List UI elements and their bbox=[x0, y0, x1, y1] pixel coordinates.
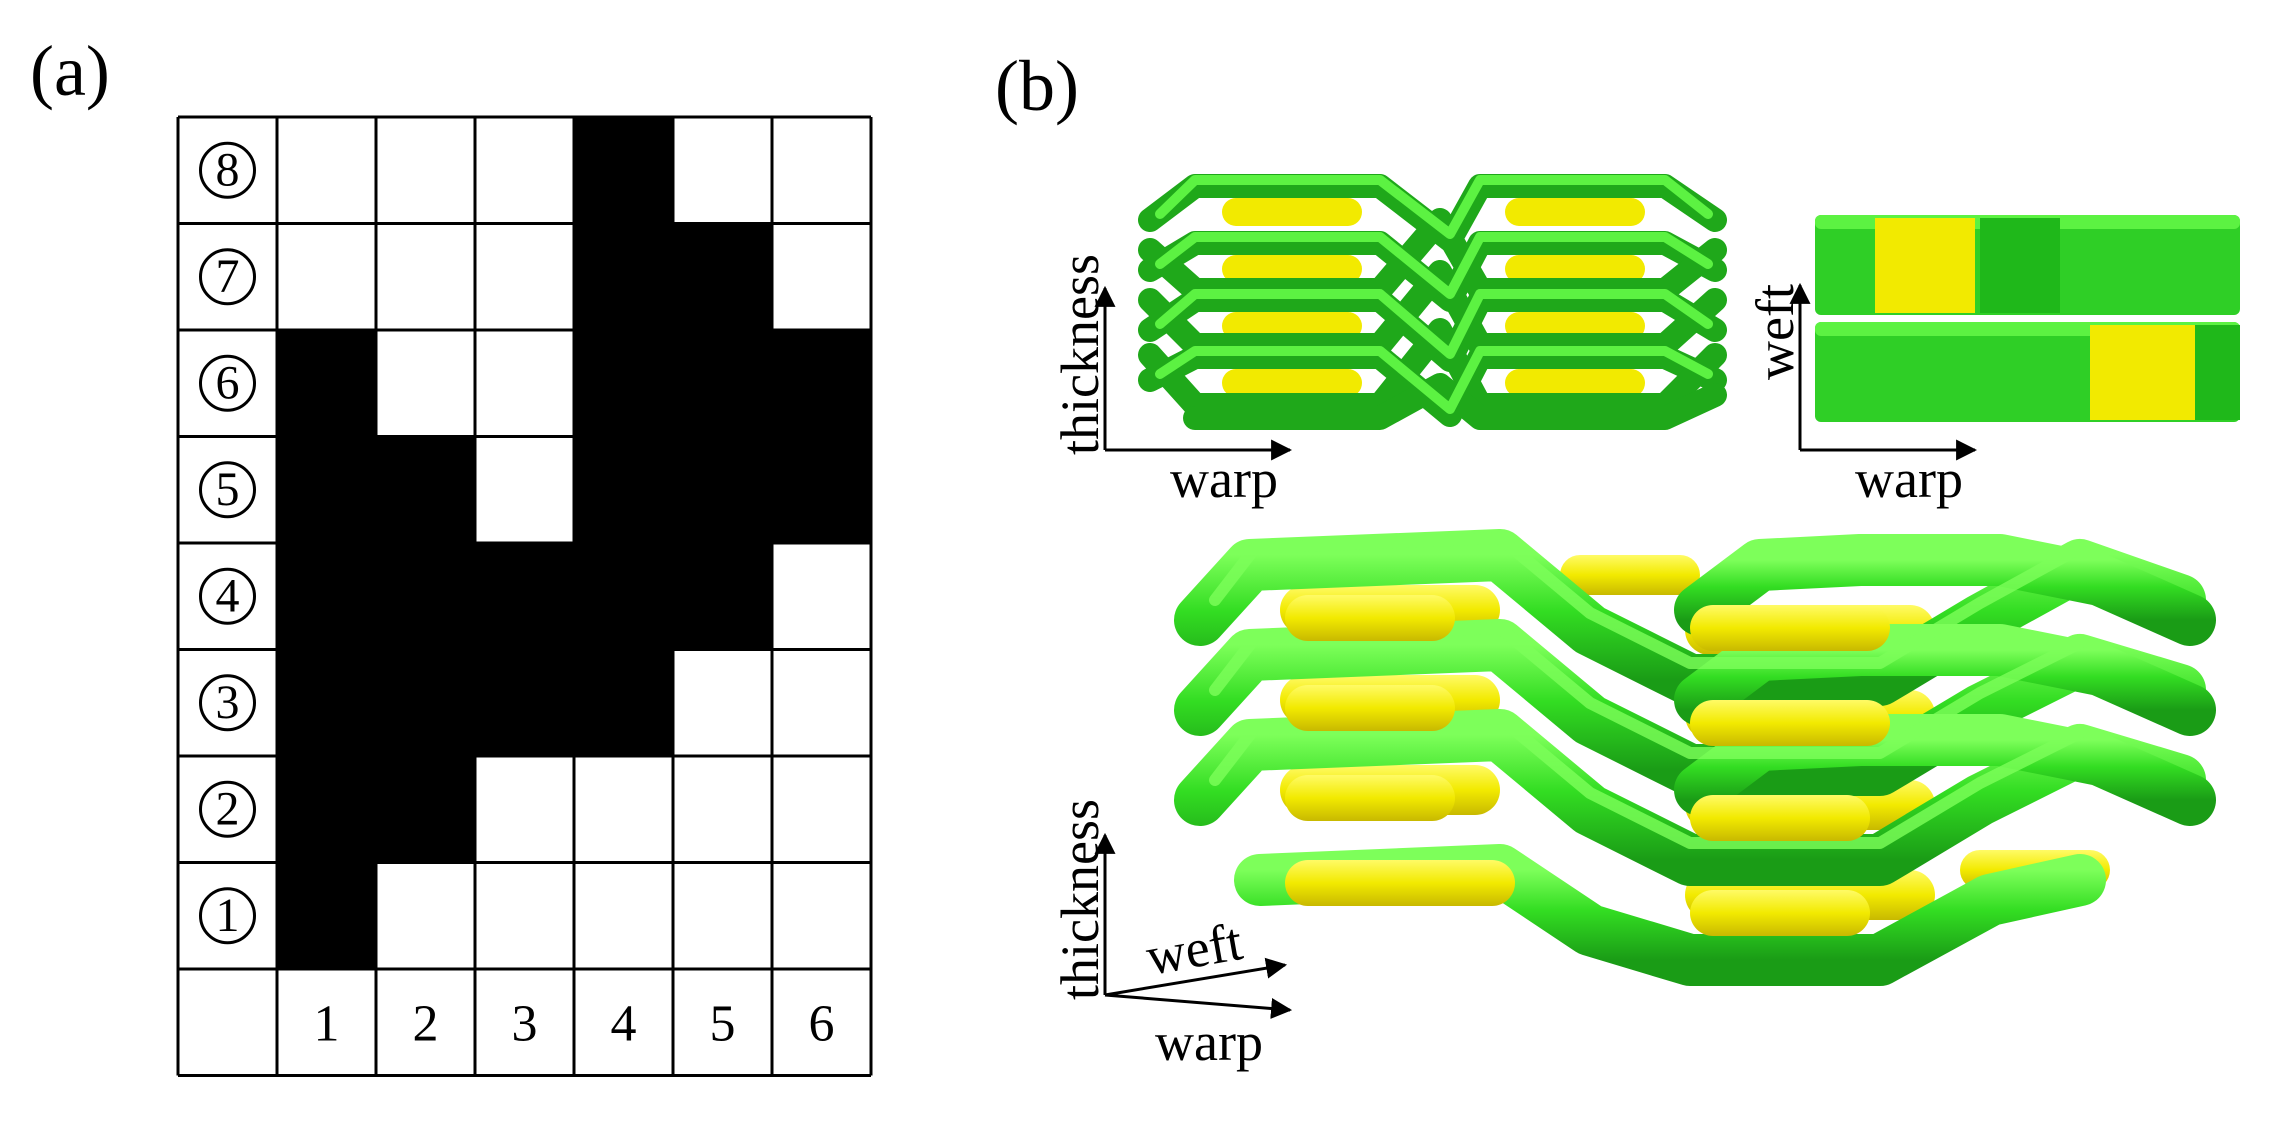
weave-cell-filled bbox=[673, 330, 772, 437]
weave-cell-filled bbox=[376, 756, 475, 863]
weave-cell-filled bbox=[772, 436, 871, 543]
top-view-warp-label: warp bbox=[1855, 449, 1963, 509]
row-label: 3 bbox=[216, 676, 240, 729]
iso-weft-yarns-front bbox=[1285, 595, 1890, 936]
column-label: 6 bbox=[809, 995, 835, 1052]
weave-cell-filled bbox=[376, 436, 475, 543]
side-view-thickness-label: thickness bbox=[1050, 254, 1110, 455]
row-label: 6 bbox=[216, 356, 240, 409]
weave-grid: 8 7 6 5 4 3 2 1 1 2 3 4 5 6 bbox=[176, 115, 873, 1077]
row-label: 4 bbox=[216, 569, 240, 622]
column-label: 3 bbox=[512, 995, 538, 1052]
row-label-circle bbox=[199, 567, 256, 625]
weave-cell-filled bbox=[277, 649, 376, 756]
row-label-circle bbox=[199, 248, 256, 306]
weave-cell-filled bbox=[673, 436, 772, 543]
top-view-weft-label: weft bbox=[1745, 284, 1805, 380]
iso-view: thickness weft warp bbox=[1050, 529, 2216, 1072]
row-label-circle bbox=[199, 780, 256, 838]
weave-cell-filled bbox=[574, 543, 673, 650]
weave-cell-filled bbox=[475, 543, 574, 650]
weave-cell-filled bbox=[673, 223, 772, 330]
top-view-weft-2 bbox=[2090, 325, 2195, 420]
weave-cell-filled bbox=[376, 543, 475, 650]
weave-cell-filled bbox=[376, 649, 475, 756]
row-label-circle bbox=[199, 887, 256, 945]
row-label-circle bbox=[199, 141, 256, 199]
weave-cell-filled bbox=[574, 330, 673, 437]
top-view: weft warp bbox=[1745, 215, 2240, 509]
weave-cell-filled bbox=[277, 436, 376, 543]
row-label-circle bbox=[199, 461, 256, 519]
weave-cell-filled bbox=[574, 649, 673, 756]
row-label-circle bbox=[199, 354, 256, 412]
iso-binder-yarns bbox=[1174, 529, 2216, 986]
weave-cell-filled bbox=[574, 436, 673, 543]
side-view-warp-label: warp bbox=[1170, 449, 1278, 509]
weave-cell-filled bbox=[277, 543, 376, 650]
weave-cell-filled bbox=[673, 543, 772, 650]
side-view: thickness warp bbox=[1050, 174, 1727, 509]
column-label: 2 bbox=[413, 995, 439, 1052]
iso-view-thickness-label: thickness bbox=[1050, 799, 1110, 1000]
row-label: 5 bbox=[216, 463, 240, 516]
row-label: 7 bbox=[216, 250, 240, 303]
weave-cell-filled bbox=[772, 330, 871, 437]
column-label: 5 bbox=[710, 995, 736, 1052]
weave-cell-filled bbox=[475, 649, 574, 756]
top-view-weft-1 bbox=[1875, 218, 1975, 313]
weave-cell-filled bbox=[574, 117, 673, 224]
row-label: 2 bbox=[216, 782, 240, 835]
column-label: 4 bbox=[611, 995, 637, 1052]
weave-cell-filled bbox=[277, 330, 376, 437]
weave-cell-filled bbox=[574, 223, 673, 330]
panel-b-label: (b) bbox=[995, 46, 1079, 126]
iso-view-warp-label: warp bbox=[1155, 1012, 1263, 1072]
row-label: 8 bbox=[216, 143, 240, 196]
row-label: 1 bbox=[216, 889, 240, 942]
column-label: 1 bbox=[314, 995, 340, 1052]
weave-cell-filled bbox=[277, 756, 376, 863]
weave-cell-filled bbox=[277, 862, 376, 969]
row-label-circle bbox=[199, 674, 256, 732]
side-view-binder-highlights bbox=[1155, 175, 1713, 414]
panel-a-label: (a) bbox=[30, 31, 110, 111]
